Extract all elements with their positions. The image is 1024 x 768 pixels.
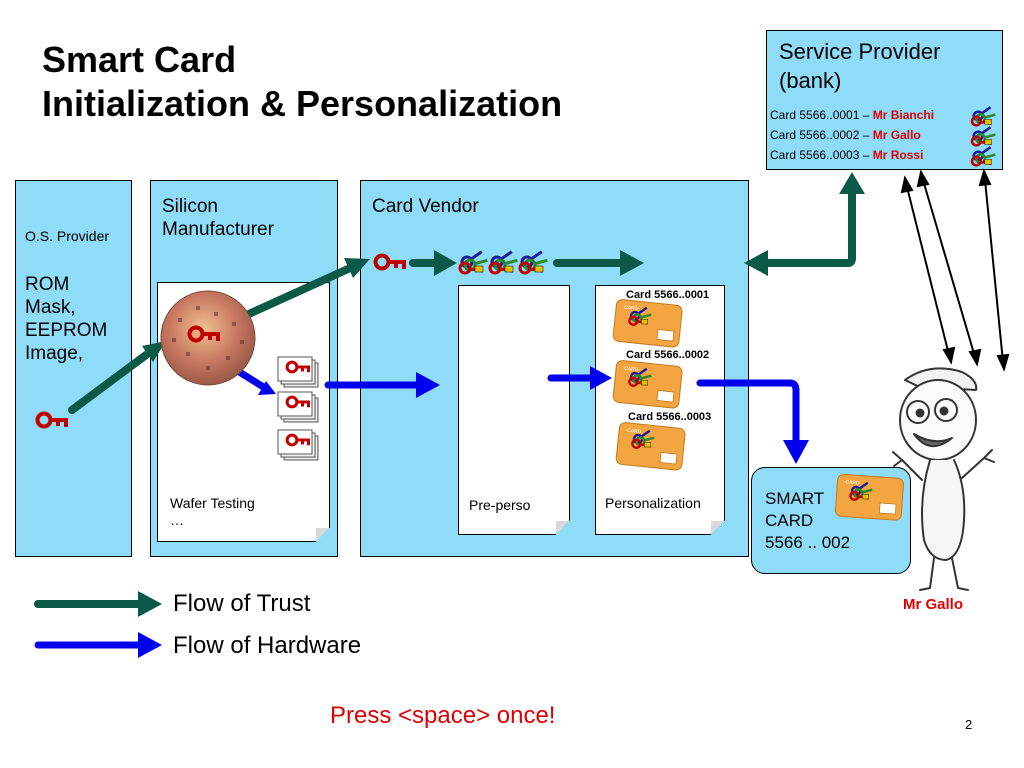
wafer-testing-label: Wafer Testing … bbox=[170, 495, 255, 529]
multi-key-icon bbox=[487, 246, 521, 278]
legend-hardware-label: Flow of Hardware bbox=[173, 632, 362, 659]
multi-key-icon bbox=[517, 246, 551, 278]
smart-card-line: SMART bbox=[765, 489, 825, 508]
legend-hardware-arrow bbox=[34, 632, 162, 658]
service-provider-label: Service Provider (bank) bbox=[779, 37, 940, 95]
silicon-label-line: Manufacturer bbox=[162, 219, 274, 240]
silicon-manufacturer-label: Silicon Manufacturer bbox=[162, 195, 274, 241]
sp-label-line: Service Provider bbox=[779, 39, 941, 64]
doc-fold bbox=[711, 521, 724, 534]
person-icon bbox=[892, 367, 995, 591]
os-content-line: Mask, bbox=[25, 297, 76, 318]
card-vendor-label: Card Vendor bbox=[372, 196, 479, 217]
smart-card-line: CARD bbox=[765, 511, 814, 530]
service-provider-panel bbox=[766, 30, 1003, 170]
sp-entry-owner: Mr Rossi bbox=[872, 148, 924, 162]
os-provider-content: ROM Mask, EEPROM Image, bbox=[25, 273, 107, 365]
sp-entry-card: Card 5566..0003 – bbox=[770, 148, 873, 162]
slide-number: 2 bbox=[965, 717, 973, 732]
test-report-icon bbox=[277, 429, 319, 461]
smart-card-line: 5566 .. 002 bbox=[765, 533, 851, 552]
multi-key-icon bbox=[970, 142, 998, 170]
vendor-card-title-3: Card 5566..0003 bbox=[628, 411, 712, 423]
sp-entry-card: Card 5566..0001 – bbox=[770, 108, 873, 122]
key-icon bbox=[373, 253, 408, 271]
trust-arrow-key-to-multikey bbox=[409, 250, 457, 276]
test-report-icon bbox=[277, 356, 319, 388]
os-content-line: ROM bbox=[25, 274, 70, 295]
os-provider-panel bbox=[15, 180, 132, 557]
person-caption: Mr Gallo bbox=[903, 596, 964, 613]
hardware-arrow-tests-to-preperso bbox=[324, 372, 440, 398]
wafer-label-line: Wafer Testing bbox=[170, 495, 255, 511]
vendor-card-title-1: Card 5566..0001 bbox=[626, 289, 710, 301]
trust-arrow-multikey-to-right bbox=[553, 250, 644, 276]
vendor-card-title-2: Card 5566..0002 bbox=[626, 349, 710, 361]
legend-trust-arrow bbox=[34, 591, 162, 617]
preperso-document bbox=[458, 285, 570, 535]
hardware-arrow-preperso-to-perso bbox=[547, 366, 612, 390]
test-report-icon bbox=[277, 391, 319, 423]
os-content-line: EEPROM bbox=[25, 320, 108, 341]
trust-arrow-vendor-to-provider bbox=[744, 172, 865, 276]
multi-key-icon bbox=[970, 122, 998, 150]
os-provider-label: O.S. Provider bbox=[25, 228, 110, 244]
sp-entry-owner: Mr Bianchi bbox=[872, 108, 935, 122]
doc-fold bbox=[316, 528, 329, 541]
sp-entry: Card 5566..0001 – Mr Bianchi bbox=[770, 105, 934, 125]
smart-card-icon bbox=[834, 473, 905, 522]
sp-entry: Card 5566..0002 – Mr Gallo bbox=[770, 125, 921, 145]
legend-trust-label: Flow of Trust bbox=[173, 590, 311, 617]
multi-key-icon bbox=[457, 246, 491, 278]
sp-entry-card: Card 5566..0002 – bbox=[770, 128, 873, 142]
sp-entry: Card 5566..0003 – Mr Rossi bbox=[770, 145, 923, 165]
title-line-1: Smart Card bbox=[42, 39, 237, 80]
multi-key-icon bbox=[970, 102, 998, 130]
os-content-line: Image, bbox=[25, 343, 84, 364]
hardware-arrow-perso-to-smartcard bbox=[696, 379, 809, 464]
sp-entry-owner: Mr Gallo bbox=[872, 128, 921, 142]
trust-arrow-os-to-silicon bbox=[68, 341, 166, 414]
wafer-label-line: … bbox=[170, 512, 184, 528]
silicon-label-line: Silicon bbox=[162, 196, 218, 217]
preperso-label: Pre-perso bbox=[469, 497, 531, 513]
title-line-2: Initialization & Personalization bbox=[42, 83, 563, 124]
smart-card-label: SMART CARD 5566 .. 002 bbox=[765, 488, 850, 554]
sp-label-line: (bank) bbox=[779, 68, 842, 93]
doc-fold bbox=[556, 521, 569, 534]
slide-title: Smart Card Initialization & Personalizat… bbox=[42, 38, 562, 126]
trust-arrow-silicon-to-vendor bbox=[236, 258, 370, 322]
press-space-hint: Press <space> once! bbox=[330, 702, 556, 729]
personalization-label: Personalization bbox=[605, 495, 701, 511]
key-icon bbox=[35, 411, 70, 429]
provider-person-arrows bbox=[900, 168, 1010, 372]
